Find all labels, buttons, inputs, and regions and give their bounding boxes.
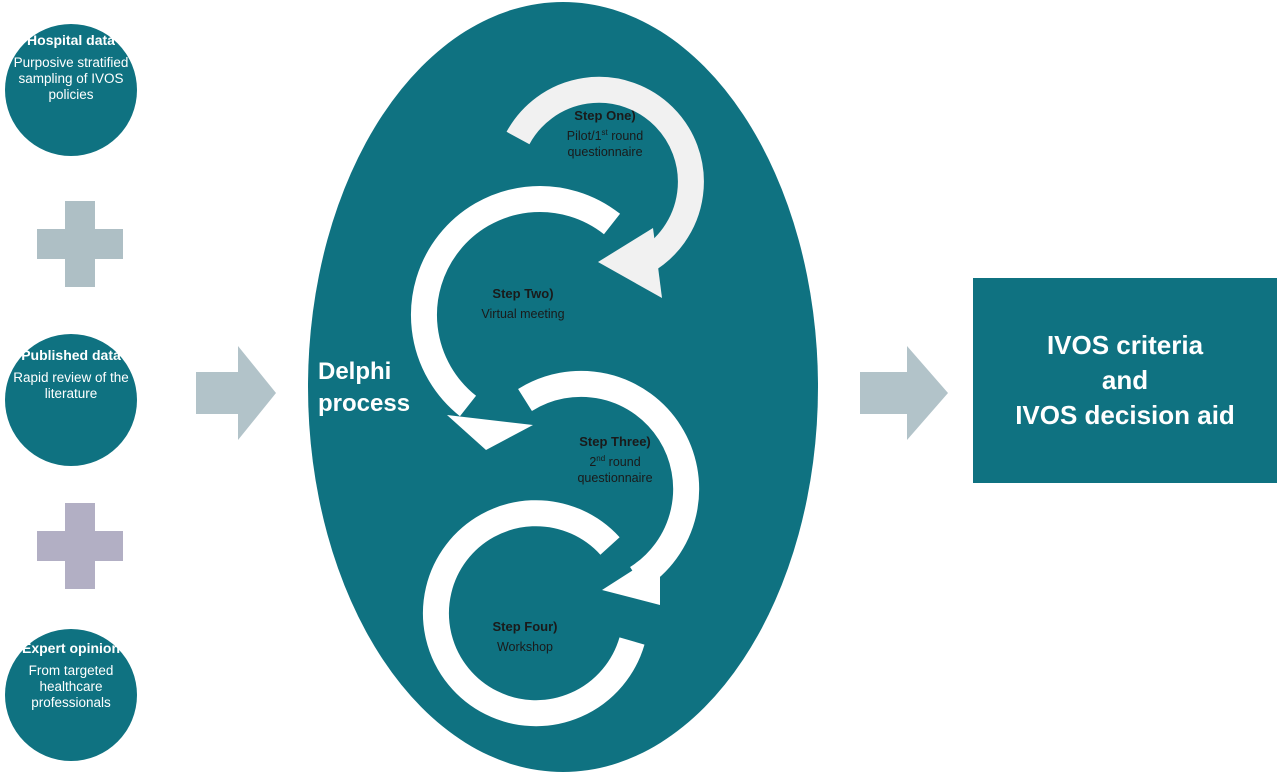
outcome-line1: IVOS criteria [1046,329,1204,360]
arrow-right-icon-output [860,346,948,440]
outcome-line3: IVOS decision aid [1015,400,1235,431]
plus-icon-top [37,201,123,287]
hospital-data-desc: Purposive stratified sampling of IVOS po… [13,54,129,103]
step-two: Step Two) Virtual meeting [438,286,608,322]
step-one-loop-arrow [506,76,704,298]
step-four-loop-arrow [422,500,645,727]
step-three-title: Step Three) [579,434,651,449]
expert-opinion-desc: From targeted healthcare professionals [28,662,114,711]
expert-opinion-title: Expert opinion [22,640,120,656]
step-four: Step Four) Workshop [440,619,610,655]
published-data-desc: Rapid review of the literature [13,369,129,401]
outcome-box: IVOS criteria and IVOS decision aid [973,278,1277,483]
published-data-circle [5,334,137,466]
delphi-label-line1: Delphi [318,358,392,385]
outcome-line2: and [1101,364,1149,395]
step-one-title: Step One) [574,108,636,123]
expert-opinion-circle [5,629,137,761]
step-four-desc: Workshop [496,640,554,654]
delphi-label-line2: process [318,390,411,418]
hospital-data-text: Hospital data Purposive stratified sampl… [6,32,136,103]
step-three-loop-arrow [518,370,700,605]
step-two-desc: Virtual meeting [481,307,565,321]
expert-opinion-text: Expert opinion From targeted healthcare … [6,640,136,711]
step-two-title: Step Two) [492,286,554,301]
step-four-title: Step Four) [492,619,558,634]
published-data-title: Published data [21,347,121,363]
hospital-data-title: Hospital data [27,32,115,48]
published-data-text: Published data Rapid review of the liter… [6,347,136,402]
plus-icon-bottom [37,503,123,589]
delphi-process-label: Delphi process [318,356,448,421]
hospital-data-circle [5,24,137,156]
arrow-right-icon-input [196,346,276,440]
step-two-loop-arrow [410,185,621,450]
